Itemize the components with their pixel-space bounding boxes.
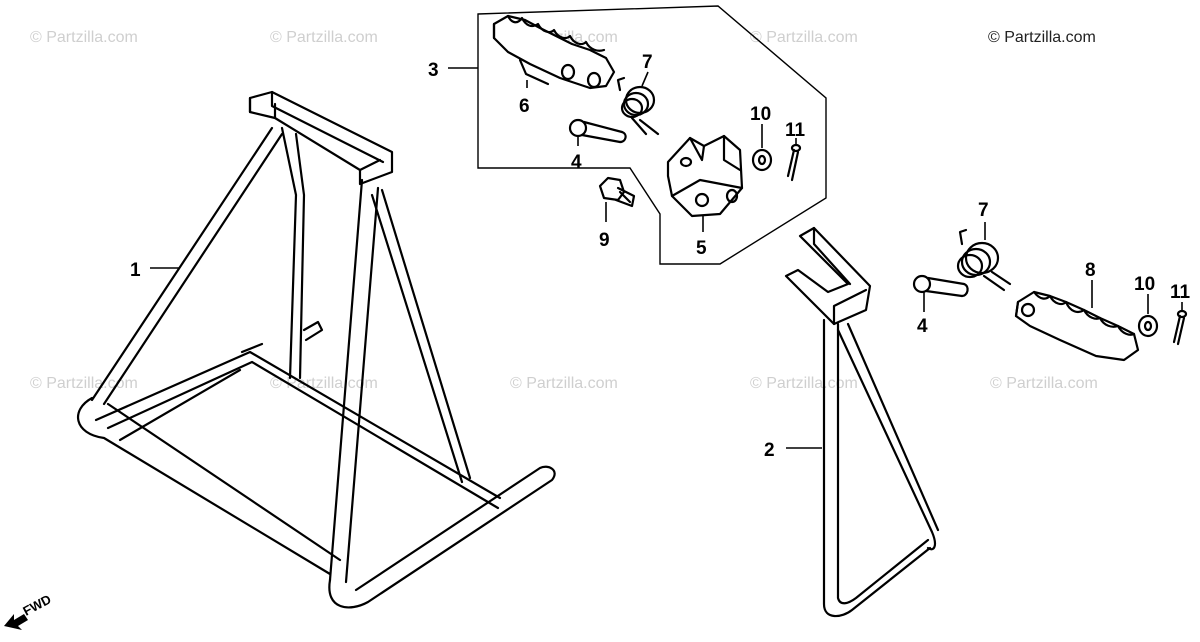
callout-4-right: 4: [917, 316, 928, 337]
watermark: © Partzilla.com: [750, 375, 858, 392]
part-1-stand: [76, 90, 556, 609]
part-9-bolt: [598, 176, 636, 208]
leader-lines: [150, 67, 1183, 449]
part-4-pin: [568, 118, 627, 144]
callout-10-right: 10: [1134, 274, 1155, 295]
callout-5: 5: [696, 238, 707, 259]
callout-11-top: 11: [785, 120, 806, 141]
part-7-spring-right: [956, 228, 1012, 292]
callouts: 1 3 6 7 4 10 11 9 5 2 7 4 8 10 11: [130, 52, 1191, 461]
callout-7-right: 7: [978, 200, 989, 221]
part-2-side-stand: [784, 226, 940, 618]
callout-1: 1: [130, 260, 141, 281]
fwd-arrow: FWD: [4, 592, 54, 630]
callout-8: 8: [1085, 260, 1096, 281]
watermarks: © Partzilla.com © Partzilla.com © Partzi…: [30, 29, 1098, 392]
callout-4-top: 4: [571, 152, 582, 173]
part-10-washer-right: [1137, 314, 1159, 338]
watermark: © Partzilla.com: [270, 29, 378, 46]
watermark: © Partzilla.com: [30, 375, 138, 392]
watermark: © Partzilla.com: [30, 29, 138, 46]
callout-7-top: 7: [642, 52, 653, 73]
fwd-label: FWD: [20, 592, 53, 619]
callout-2: 2: [764, 440, 775, 461]
watermark: © Partzilla.com: [510, 375, 618, 392]
fwd-arrow-icon: [4, 614, 28, 630]
part-11-cotter-pin: [786, 143, 802, 182]
callout-9: 9: [599, 230, 610, 251]
callout-10-top: 10: [750, 104, 771, 125]
part-6-footpeg: [492, 14, 616, 90]
callout-11-right: 11: [1170, 282, 1191, 303]
watermark: © Partzilla.com: [750, 29, 858, 46]
callout-6: 6: [519, 96, 530, 117]
watermark: © Partzilla.com: [990, 375, 1098, 392]
callout-3: 3: [428, 60, 439, 81]
assembly-3-outline: [477, 5, 827, 265]
part-7-spring: [616, 76, 660, 136]
copyright-label: © Partzilla.com: [988, 29, 1096, 46]
part-8-footpeg: [1014, 290, 1140, 362]
part-11-cotter-pin-right: [1172, 309, 1188, 346]
part-10-washer: [751, 148, 773, 172]
part-5-bracket: [666, 134, 744, 218]
part-4-pin-right: [912, 274, 969, 298]
